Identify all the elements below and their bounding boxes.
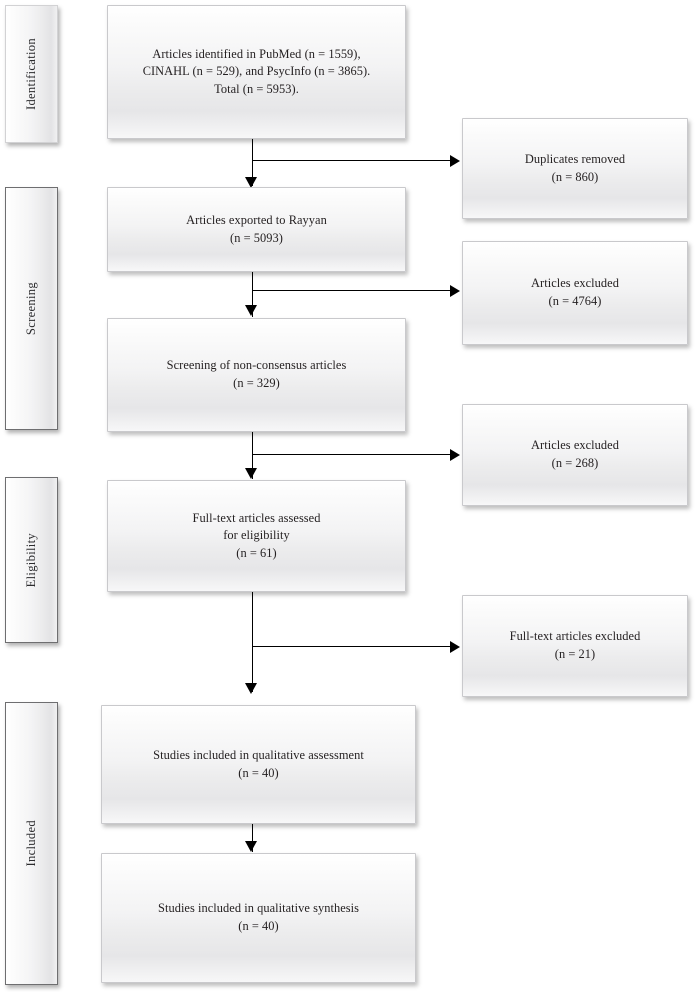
connector-line-screening-to-fulltext: [251, 432, 254, 479]
connector-line-assessment-to-synthesis: [251, 824, 254, 852]
connector-arrow-to-articles-excluded-1: [450, 285, 460, 297]
exclusion-box-fulltext-excluded: Full-text articles excluded (n = 21): [462, 595, 688, 697]
stage-label-screening: Screening: [24, 281, 38, 336]
stage-label-eligibility: Eligibility: [24, 532, 38, 588]
flow-box-screening-non-consensus-text: Screening of non-consensus articles (n =…: [166, 358, 347, 390]
flow-box-qualitative-synthesis: Studies included in qualitative synthesi…: [101, 853, 416, 983]
connector-line-fulltext-to-assessment: [251, 592, 254, 692]
connector-line-to-duplicates-removed: [252, 160, 450, 162]
flow-box-qualitative-synthesis-text: Studies included in qualitative synthesi…: [158, 901, 359, 933]
connector-line-to-fulltext-excluded: [252, 646, 450, 648]
connector-line-identified-to-exported: [251, 139, 254, 186]
exclusion-box-articles-excluded-2-text: Articles excluded (n = 268): [531, 438, 619, 470]
connector-arrow-to-duplicates-removed: [450, 155, 460, 167]
connector-arrow-identified-to-exported: [245, 177, 257, 188]
flow-box-fulltext-assessed-text: Full-text articles assessed for eligibil…: [192, 510, 321, 560]
stage-bar-eligibility: Eligibility: [5, 477, 58, 643]
connector-arrow-exported-to-screening: [245, 305, 257, 316]
connector-arrow-to-fulltext-excluded: [450, 641, 460, 653]
stage-bar-included: Included: [5, 702, 58, 985]
exclusion-box-articles-excluded-1: Articles excluded (n = 4764): [462, 241, 688, 345]
stage-bar-identification: Identification: [5, 5, 58, 143]
exclusion-box-duplicates-removed-text: Duplicates removed (n = 860): [524, 151, 626, 184]
flow-box-articles-identified: Articles identified in PubMed (n = 1559)…: [107, 5, 406, 139]
flow-box-qualitative-assessment: Studies included in qualitative assessme…: [101, 705, 416, 824]
connector-line-to-articles-excluded-1: [252, 290, 450, 292]
connector-arrow-to-articles-excluded-2: [450, 449, 460, 461]
connector-line-exported-to-screening: [251, 272, 254, 317]
flow-box-screening-non-consensus: Screening of non-consensus articles (n =…: [107, 318, 406, 432]
connector-arrow-fulltext-to-assessment: [245, 683, 257, 694]
flow-box-qualitative-assessment-text: Studies included in qualitative assessme…: [153, 747, 364, 780]
exclusion-box-articles-excluded-2: Articles excluded (n = 268): [462, 404, 688, 506]
connector-arrow-screening-to-fulltext: [245, 468, 257, 479]
flow-box-fulltext-assessed: Full-text articles assessed for eligibil…: [107, 480, 406, 592]
connector-line-to-articles-excluded-2: [252, 454, 450, 456]
exclusion-box-duplicates-removed: Duplicates removed (n = 860): [462, 118, 688, 219]
stage-label-included: Included: [24, 820, 38, 867]
exclusion-box-fulltext-excluded-text: Full-text articles excluded (n = 21): [509, 629, 641, 661]
flow-box-articles-exported-text: Articles exported to Rayyan (n = 5093): [186, 212, 327, 245]
stage-label-identification: Identification: [24, 37, 38, 111]
exclusion-box-articles-excluded-1-text: Articles excluded (n = 4764): [531, 276, 619, 308]
flow-box-articles-identified-text: Articles identified in PubMed (n = 1559)…: [142, 46, 371, 96]
flow-box-articles-exported: Articles exported to Rayyan (n = 5093): [107, 187, 406, 272]
stage-bar-screening: Screening: [5, 187, 58, 430]
connector-arrow-assessment-to-synthesis: [245, 841, 257, 852]
